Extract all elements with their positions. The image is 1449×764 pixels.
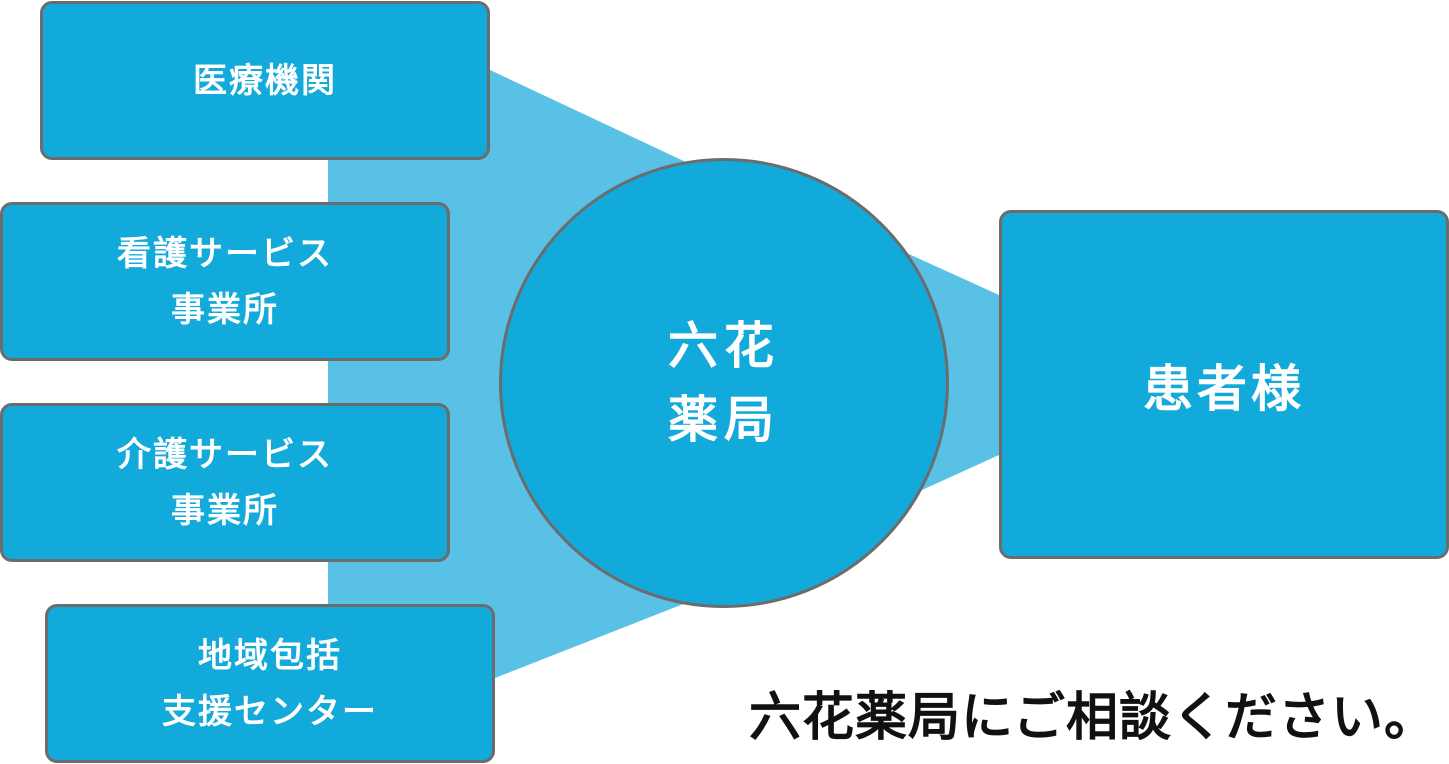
hub-label-line: 六花: [668, 317, 780, 375]
source-label-line: 地域包括: [198, 635, 342, 676]
source-label-line: 医療機関: [193, 60, 337, 101]
target-label: 患者様: [1143, 359, 1305, 418]
source-node-medical-institution: 医療機関: [40, 1, 490, 160]
hub-node-pharmacy: 六花 薬局: [499, 158, 949, 608]
source-label-line: 看護サービス: [117, 233, 333, 274]
source-label-line: 介護サービス: [117, 434, 333, 475]
source-node-care-service: 介護サービス 事業所: [0, 403, 450, 562]
source-label-line: 支援センター: [162, 691, 378, 732]
source-node-regional-support-center: 地域包括 支援センター: [45, 604, 495, 763]
source-label-line: 事業所: [171, 289, 279, 330]
consultation-caption: 六花薬局にご相談ください。: [749, 688, 1437, 748]
hub-label-line: 薬局: [668, 391, 780, 449]
source-label-line: 事業所: [171, 490, 279, 531]
source-node-nursing-service: 看護サービス 事業所: [0, 202, 450, 361]
target-node-patient: 患者様: [999, 210, 1449, 559]
